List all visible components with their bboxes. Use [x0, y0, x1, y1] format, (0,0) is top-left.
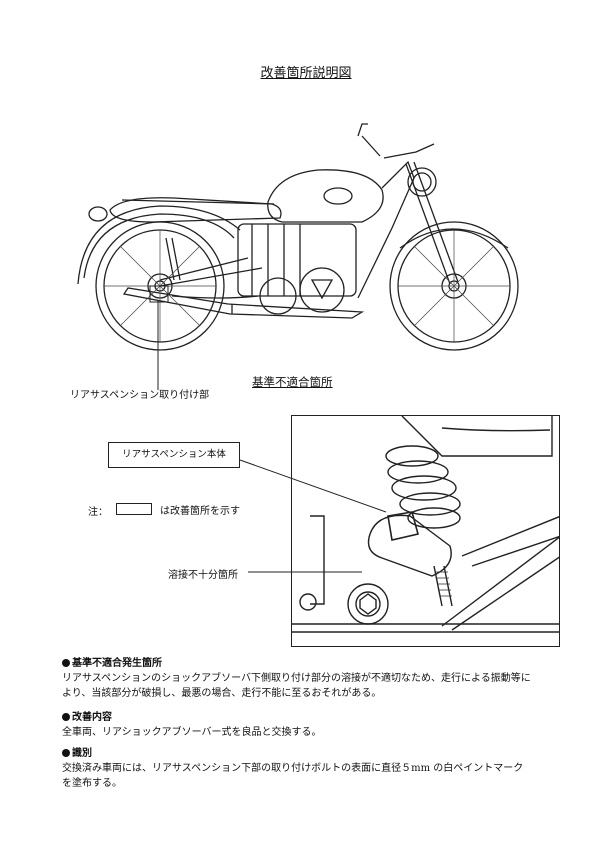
section-remedy: 改善内容 全車両、リアショックアブソーバー式を良品と交換する。 [62, 710, 532, 740]
note-prefix: 注： [88, 507, 108, 518]
detail-drawing-frame [291, 415, 560, 647]
bullet-icon [62, 749, 70, 757]
rear-shock-detail [292, 416, 559, 633]
weld-label: 溶接不十分箇所 [168, 570, 238, 581]
motorcycle-illustration [77, 123, 519, 351]
noncompliant-section-label: 基準不適合箇所 [252, 375, 333, 389]
section-body: 交換済み車両には、リアサスペンション下部の取り付けボルトの表面に直径５mm の白… [62, 763, 524, 789]
bullet-icon [62, 713, 70, 721]
section-heading: 基準不適合発生箇所 [62, 656, 532, 671]
suspension-body-label: リアサスペンション本体 [108, 442, 240, 468]
note-legend-box [116, 503, 152, 515]
section-heading: 識別 [62, 746, 532, 761]
section-identification: 識別 交換済み車両には、リアサスペンション下部の取り付けボルトの表面に直径５mm… [62, 746, 532, 791]
section-heading: 改善内容 [62, 710, 532, 725]
page-title: 改善箇所説明図 [260, 66, 352, 81]
rear-mount-label: リアサスペンション取り付け部 [70, 390, 210, 401]
bullet-icon [62, 659, 70, 667]
note-text: は改善箇所を示す [160, 506, 240, 517]
section-noncompliance: 基準不適合発生箇所 リアサスペンションのショックアブソーバ下側取り付け部分の溶接… [62, 656, 532, 701]
section-body: リアサスペンションのショックアブソーバ下側取り付け部分の溶接が不適切なため、走行… [62, 673, 531, 699]
section-body: 全車両、リアショックアブソーバー式を良品と交換する。 [62, 727, 322, 738]
